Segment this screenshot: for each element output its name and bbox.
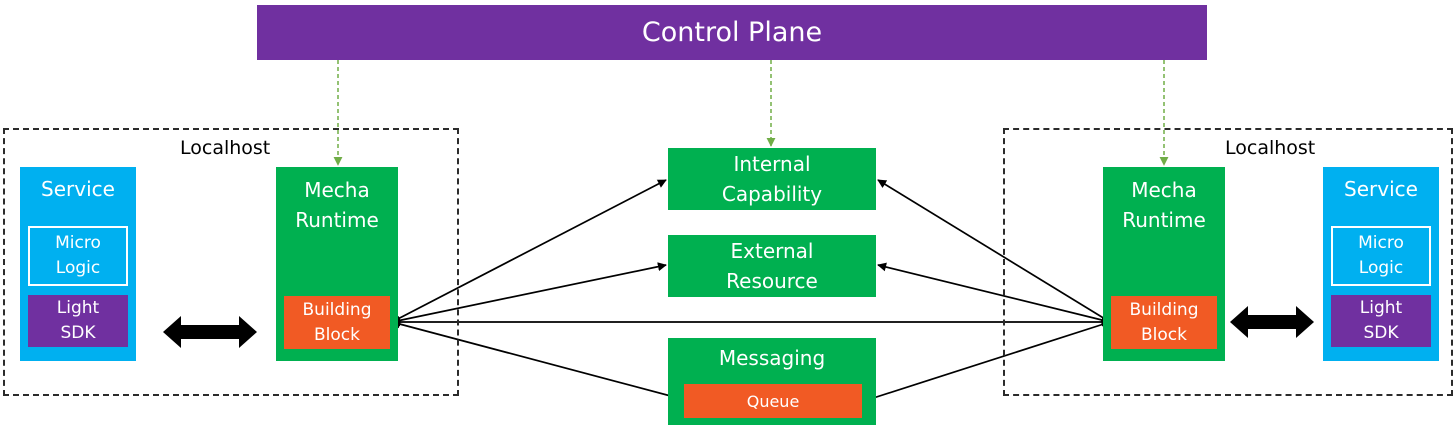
service-left-title: Service <box>41 177 115 201</box>
light-sdk-right: Light SDK <box>1331 295 1431 347</box>
building-block-left: Building Block <box>284 296 390 349</box>
internal-capability: Internal Capability <box>668 148 876 210</box>
messaging-title: Messaging <box>718 346 826 370</box>
mecha-runtime-left: Mecha Runtime Building Block <box>276 167 398 361</box>
micro-logic-right: Micro Logic <box>1331 226 1431 286</box>
control-plane-label: Control Plane <box>641 17 823 48</box>
external-resource: External Resource <box>668 235 876 297</box>
service-right: Service Micro Logic Light SDK <box>1323 167 1439 361</box>
light-sdk-left: Light SDK <box>28 295 128 347</box>
service-left: Service Micro Logic Light SDK <box>20 167 136 361</box>
arrow-right-external <box>877 262 1111 325</box>
micro-logic-left: Micro Logic <box>28 226 128 286</box>
queue: Queue <box>684 384 862 418</box>
arrow-left-external <box>391 262 667 325</box>
localhost-right-label: Localhost <box>1225 137 1316 159</box>
arrow-left-queue <box>391 319 683 402</box>
arrow-right-queue <box>863 320 1111 403</box>
service-right-title: Service <box>1344 177 1418 201</box>
localhost-left-label: Localhost <box>180 137 271 159</box>
control-plane: Control Plane <box>257 5 1207 60</box>
mecha-runtime-right-title: Mecha Runtime <box>1122 178 1206 232</box>
messaging: Messaging Queue <box>668 338 876 425</box>
localhost-left <box>3 128 459 396</box>
double-arrow-left <box>163 316 257 348</box>
double-arrow-right <box>1230 306 1314 338</box>
building-block-right: Building Block <box>1111 296 1217 349</box>
localhost-right <box>1003 128 1453 396</box>
mecha-runtime-left-title: Mecha Runtime <box>295 178 379 232</box>
mecha-runtime-right: Mecha Runtime Building Block <box>1103 167 1225 361</box>
